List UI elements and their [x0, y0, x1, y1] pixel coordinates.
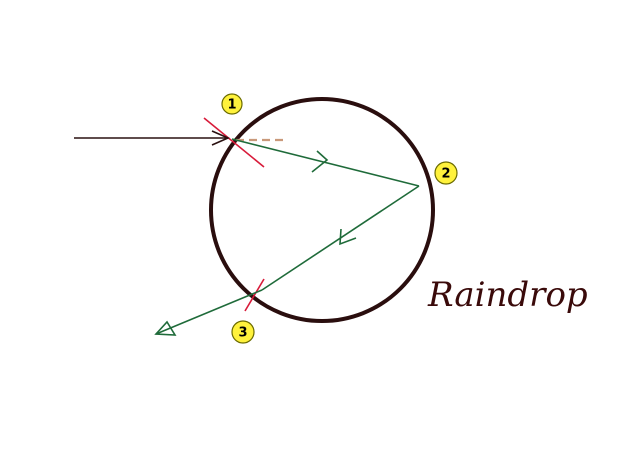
- exiting-ray-arrowhead: [154, 320, 177, 336]
- marker-3-label: 3: [238, 326, 247, 341]
- marker-1-label: 1: [227, 98, 236, 113]
- marker-1: 1: [221, 93, 243, 115]
- marker-2: 2: [434, 161, 458, 185]
- marker-3: 3: [231, 320, 255, 344]
- raindrop-label: Raindrop: [427, 275, 588, 315]
- refracted-ray-arrowhead: [311, 150, 329, 173]
- normal-line-entry: [203, 117, 265, 168]
- refracted-ray-segment: [231, 138, 420, 187]
- reflected-ray-arrowhead: [339, 228, 357, 246]
- marker-2-label: 2: [441, 167, 450, 182]
- incoming-ray-arrowhead: [211, 130, 230, 146]
- normal-line-exit: [244, 278, 265, 312]
- exiting-ray: [155, 289, 263, 335]
- raindrop-outline: [209, 97, 435, 323]
